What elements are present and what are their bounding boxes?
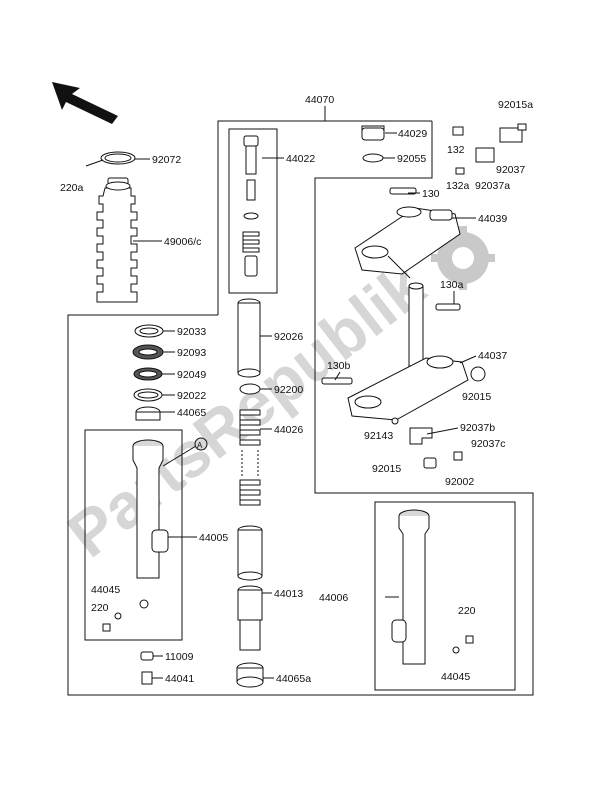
label-44039: 44039 [478,213,507,225]
main-spring [239,409,261,506]
label-92015a: 92015a [498,99,533,111]
label-44005: 44005 [199,532,228,544]
upper-triple-clamp [354,187,461,279]
label-44045-right: 44045 [441,671,470,683]
damper-rod [236,525,264,688]
fork-internals [242,135,260,277]
label-11009: 11009 [165,651,194,663]
leader-lines [133,132,477,679]
label-92143: 92143 [364,430,393,442]
label-44029: 44029 [398,128,427,140]
label-92026: 92026 [274,331,303,343]
label-220-right: 220 [458,605,476,617]
assembly-frames [67,106,534,696]
label-220a: 220a [60,182,84,194]
label-92055: 92055 [397,153,426,165]
seal-stack [132,324,164,421]
label-92033: 92033 [177,326,206,338]
label-220: 220 [91,602,109,614]
steering-stem [408,282,461,367]
label-92072: 92072 [152,154,181,166]
fork-boot [85,151,138,303]
label-44065: 44065 [177,407,206,419]
label-92015-lower: 92015 [372,463,401,475]
callout-a-label: A [197,441,203,450]
label-92037c: 92037c [471,438,505,450]
label-44013: 44013 [274,588,303,600]
lower-triple-clamp [321,355,486,421]
label-132a: 132a [446,180,470,192]
label-92037b: 92037b [460,422,495,434]
label-44037: 44037 [478,350,507,362]
label-130b: 130b [327,360,351,372]
label-92037: 92037 [496,164,525,176]
gear-logo-icon [431,226,495,290]
label-44045: 44045 [91,584,120,596]
label-44065a: 44065a [276,673,311,685]
label-92037a: 92037a [475,180,510,192]
brake-hose-clamps [391,123,527,469]
label-44026: 44026 [274,424,303,436]
cap-and-oring [361,125,385,163]
label-92200: 92200 [274,384,303,396]
label-44022: 44022 [286,153,315,165]
outer-tube-left: A [102,437,208,632]
label-130a: 130a [440,279,464,291]
label-44041: 44041 [165,673,194,685]
label-92049: 92049 [177,369,206,381]
label-130: 130 [422,188,440,200]
drain-bolts [140,651,154,685]
label-92022: 92022 [177,390,206,402]
label-92002: 92002 [445,476,474,488]
label-92093: 92093 [177,347,206,359]
label-44006: 44006 [319,592,348,604]
label-44070: 44070 [305,94,334,106]
direction-arrow-icon [52,82,118,124]
part-number-labels: 44070 92072 220a 49006/c 44022 44029 920… [60,94,533,685]
label-49006c: 49006/c [164,236,201,248]
label-132: 132 [447,144,465,156]
label-92015: 92015 [462,391,491,403]
outer-tube-right [391,509,474,665]
spacer-tube [237,298,261,395]
